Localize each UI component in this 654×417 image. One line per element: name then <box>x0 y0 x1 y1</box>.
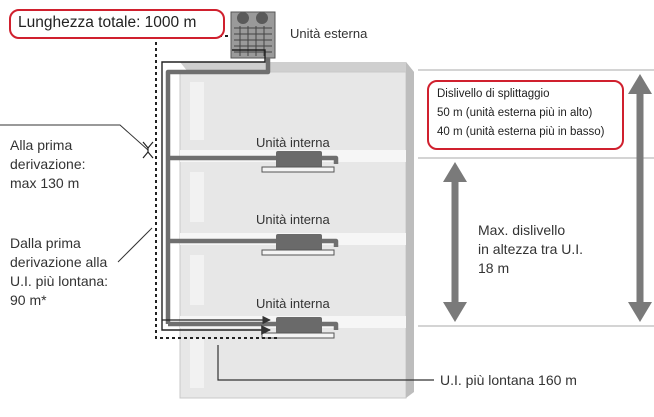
outdoor-unit <box>230 11 276 59</box>
from-first-branch-line: 90 m* <box>10 292 47 308</box>
first-branch-leader <box>0 124 149 151</box>
window-strip <box>190 255 204 305</box>
outdoor-unit-grille <box>234 26 272 56</box>
total-length-callout <box>9 9 225 39</box>
first-branch-marker <box>142 141 154 159</box>
from-first-branch-line: derivazione alla <box>10 254 108 270</box>
indoor-unit-2 <box>261 234 335 256</box>
branch-pipe-1 <box>168 155 339 164</box>
farthest-total-label: U.I. più lontana 160 m <box>440 372 577 388</box>
main-riser-pipe <box>165 58 271 324</box>
branch-pipe-3 <box>168 321 339 330</box>
split-height-callout <box>427 80 624 150</box>
split-height-lower: 40 m (unità esterna più in basso) <box>437 126 605 138</box>
indoor-unit-label-2: Unità interna <box>256 212 330 227</box>
first-branch-line: derivazione: <box>10 156 86 172</box>
split-height-upper: 50 m (unità esterna più in alto) <box>437 107 593 119</box>
building <box>179 62 414 399</box>
outdoor-unit-fan <box>256 12 268 24</box>
split-height-title: Dislivello di splittaggio <box>437 88 550 100</box>
building-roof <box>180 62 414 72</box>
from-first-branch-leader <box>117 227 153 263</box>
window-strip <box>190 172 204 222</box>
outdoor-unit-label: Unità esterna <box>290 26 368 41</box>
total-length-label: Lunghezza totale: 1000 m <box>18 14 197 31</box>
from-first-branch-line: U.I. più lontana: <box>10 273 109 289</box>
building-side <box>406 62 414 398</box>
farthest-total-leader <box>217 345 434 381</box>
first-branch-line: Alla prima <box>10 137 73 153</box>
indoor-unit-label-1: Unità interna <box>256 135 330 150</box>
max-height-line: Max. dislivello <box>478 222 566 238</box>
first-branch-line: max 130 m <box>10 175 80 191</box>
max-height-arrow <box>443 162 467 322</box>
split-height-arrow <box>628 74 652 322</box>
farthest-unit-path <box>161 49 271 335</box>
max-height-line: 18 m <box>478 260 510 276</box>
indoor-unit-label-3: Unità interna <box>256 296 330 311</box>
window-strip <box>190 82 204 140</box>
window-strip <box>190 338 204 388</box>
from-first-branch-line: Dalla prima <box>10 235 81 251</box>
refrigerant-piping <box>165 58 339 330</box>
max-height-line: in altezza tra U.I. <box>478 241 584 257</box>
outdoor-unit-fan <box>237 12 249 24</box>
branch-pipe-2 <box>168 238 339 247</box>
indoor-unit-3 <box>261 317 335 339</box>
indoor-unit-1 <box>261 151 335 173</box>
